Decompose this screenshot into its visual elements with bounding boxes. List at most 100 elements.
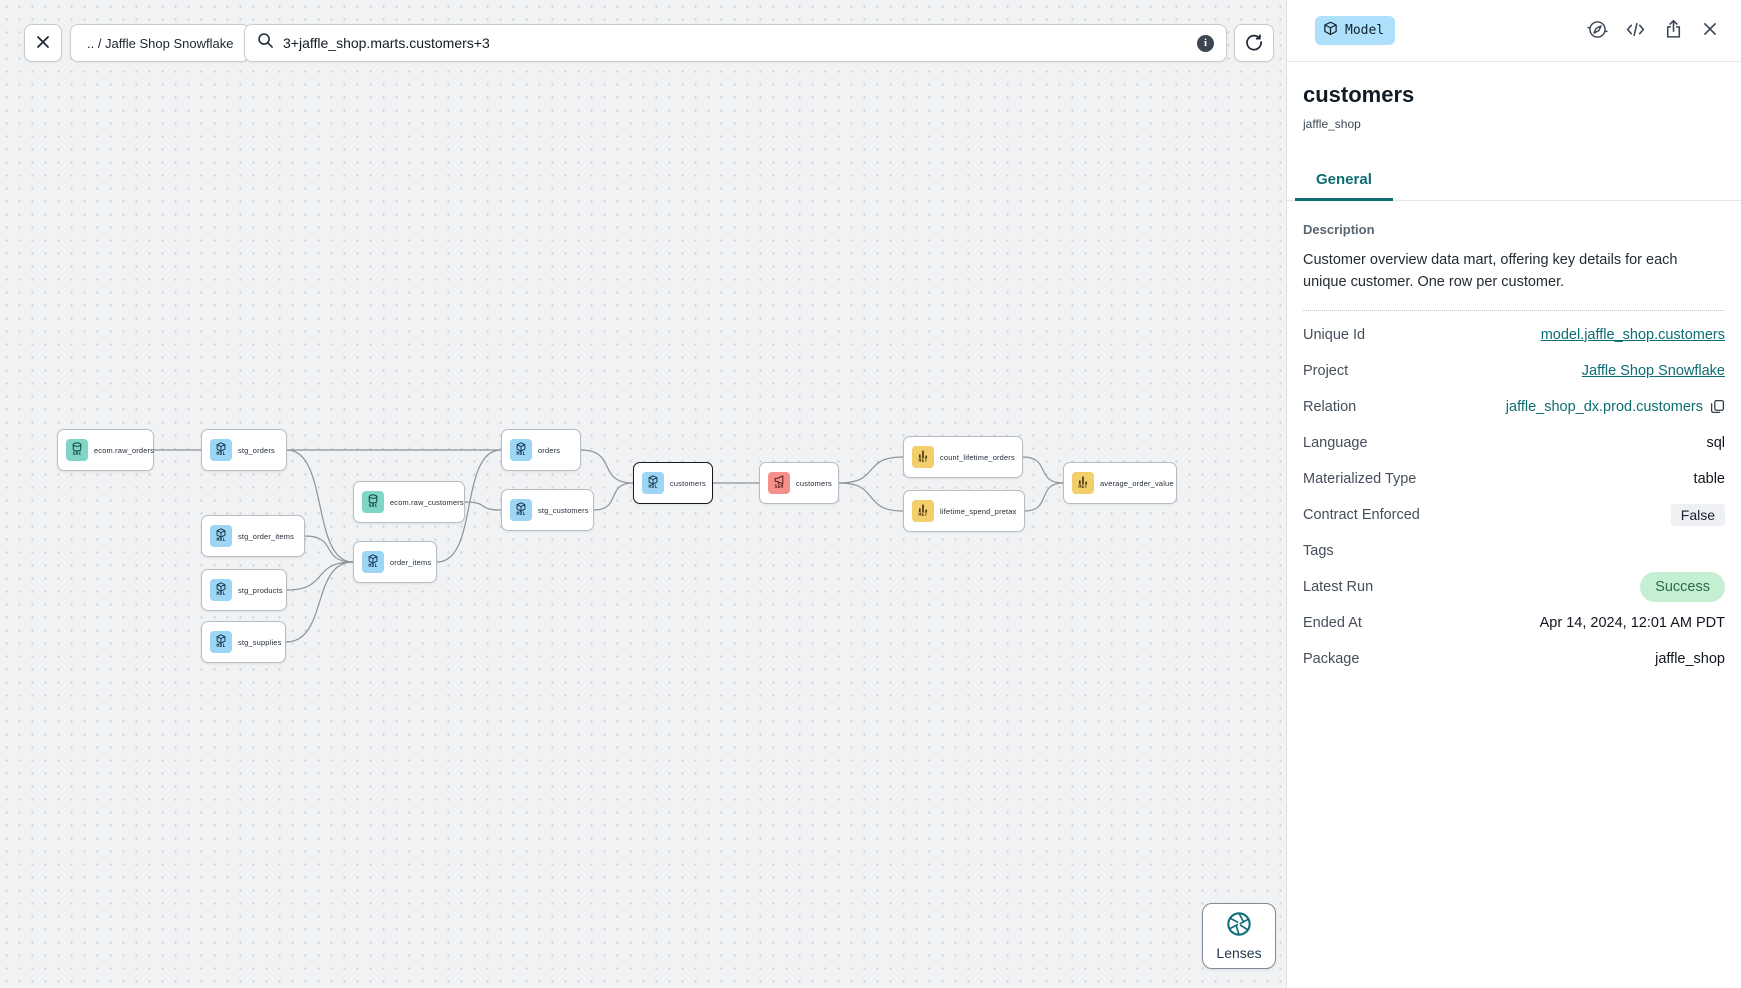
close-icon: [1701, 20, 1719, 41]
edge-layer: [154, 449, 1064, 643]
node-label: customers: [796, 478, 832, 488]
node-stg_order_items[interactable]: MDL stg_order_items: [201, 515, 305, 557]
panel-header: Model: [1287, 0, 1741, 62]
resource-type-label: Model: [1345, 23, 1385, 38]
sem-node-icon: SEM: [768, 472, 790, 494]
tab-bar: General: [1287, 161, 1741, 201]
detail-row-tags: Tags: [1303, 533, 1725, 569]
explore-lineage-button[interactable]: [1587, 19, 1608, 43]
node-stg_products[interactable]: MDL stg_products: [201, 569, 287, 611]
node-label: stg_customers: [538, 505, 589, 515]
node-label: average_order_value: [1100, 478, 1174, 488]
search-bar[interactable]: i: [244, 24, 1227, 62]
edge-stg_customers-to-customers: [593, 482, 634, 511]
code-icon: [1625, 19, 1646, 43]
met-node-icon: MET: [912, 446, 934, 468]
mdl-node-icon: MDL: [210, 631, 232, 653]
mdl-node-icon: MDL: [642, 472, 664, 494]
edge-customers_sem-to-lifetime_spend: [838, 482, 904, 512]
detail-row-project: Project Jaffle Shop Snowflake: [1303, 353, 1725, 389]
share-icon: [1663, 19, 1684, 43]
edge-count_orders-to-avg_order_value: [1022, 456, 1064, 484]
node-label: lifetime_spend_pretax: [940, 506, 1017, 516]
close-lineage-button[interactable]: [24, 24, 62, 62]
lenses-button[interactable]: Lenses: [1202, 903, 1276, 969]
node-label: customers: [670, 478, 706, 488]
node-label: order_items: [390, 557, 432, 567]
detail-label: Project: [1303, 362, 1349, 379]
detail-label: Language: [1303, 434, 1368, 451]
edge-customers_sem-to-count_orders: [838, 456, 904, 484]
detail-value: sql: [1706, 434, 1725, 451]
close-panel-button[interactable]: [1701, 20, 1719, 41]
node-label: stg_order_items: [238, 531, 294, 541]
detail-value: model.jaffle_shop.customers: [1541, 327, 1725, 343]
breadcrumb[interactable]: .. / Jaffle Shop Snowflake: [70, 24, 251, 62]
edge-raw_customers-to-stg_customers: [464, 501, 502, 511]
tab-general[interactable]: General: [1295, 161, 1393, 201]
details-panel: Model: [1286, 0, 1741, 988]
detail-label: Tags: [1303, 542, 1334, 559]
refresh-button[interactable]: [1234, 24, 1274, 62]
node-customers_sem[interactable]: SEM customers: [759, 462, 839, 504]
node-raw_customers[interactable]: SRC ecom.raw_customers: [353, 481, 465, 523]
src-node-icon: SRC: [362, 491, 384, 513]
description-label: Description: [1303, 222, 1375, 237]
detail-value: jaffle_shop: [1655, 650, 1725, 667]
detail-row-package: Package jaffle_shop: [1303, 641, 1725, 677]
detail-value: Jaffle Shop Snowflake: [1582, 363, 1725, 379]
edge-stg_order_items-to-order_items: [304, 535, 354, 563]
edge-orders-to-customers: [580, 449, 634, 484]
cube-icon: [1323, 21, 1338, 40]
compass-icon: [1587, 19, 1608, 43]
info-icon[interactable]: i: [1197, 34, 1214, 52]
detail-row-language: Language sql: [1303, 425, 1725, 461]
copy-icon[interactable]: [1710, 399, 1725, 414]
node-label: ecom.raw_orders: [94, 445, 155, 455]
edge-lifetime_spend-to-avg_order_value: [1024, 482, 1064, 512]
lenses-aperture-icon: [1226, 911, 1252, 940]
node-label: stg_orders: [238, 445, 275, 455]
mdl-node-icon: MDL: [510, 439, 532, 461]
mdl-node-icon: MDL: [210, 525, 232, 547]
node-customers[interactable]: MDL customers: [633, 462, 713, 504]
page-title: customers: [1303, 82, 1415, 107]
selector-input[interactable]: [283, 35, 1188, 51]
status-badge: Success: [1640, 571, 1725, 602]
detail-link[interactable]: Jaffle Shop Snowflake: [1581, 362, 1725, 379]
node-label: stg_supplies: [238, 637, 282, 647]
mdl-node-icon: MDL: [510, 499, 532, 521]
search-icon: [257, 32, 274, 54]
detail-label: Materialized Type: [1303, 470, 1417, 487]
detail-row-materialized-type: Materialized Type table: [1303, 461, 1725, 497]
detail-value: table: [1693, 470, 1725, 487]
node-stg_supplies[interactable]: MDL stg_supplies: [201, 621, 286, 663]
edge-stg_products-to-order_items: [286, 561, 354, 591]
breadcrumb-label: .. / Jaffle Shop Snowflake: [87, 35, 234, 51]
view-code-button[interactable]: [1625, 19, 1646, 43]
node-label: ecom.raw_customers: [390, 497, 464, 507]
package-subtitle: jaffle_shop: [1303, 117, 1361, 131]
share-button[interactable]: [1663, 19, 1684, 43]
detail-label: Ended At: [1303, 614, 1362, 631]
detail-label: Package: [1303, 650, 1360, 667]
node-label: stg_products: [238, 585, 283, 595]
detail-link[interactable]: model.jaffle_shop.customers: [1540, 326, 1725, 343]
detail-label: Relation: [1303, 398, 1357, 415]
value-badge: False: [1670, 503, 1725, 526]
node-stg_customers[interactable]: MDL stg_customers: [501, 489, 594, 531]
mdl-node-icon: MDL: [210, 579, 232, 601]
